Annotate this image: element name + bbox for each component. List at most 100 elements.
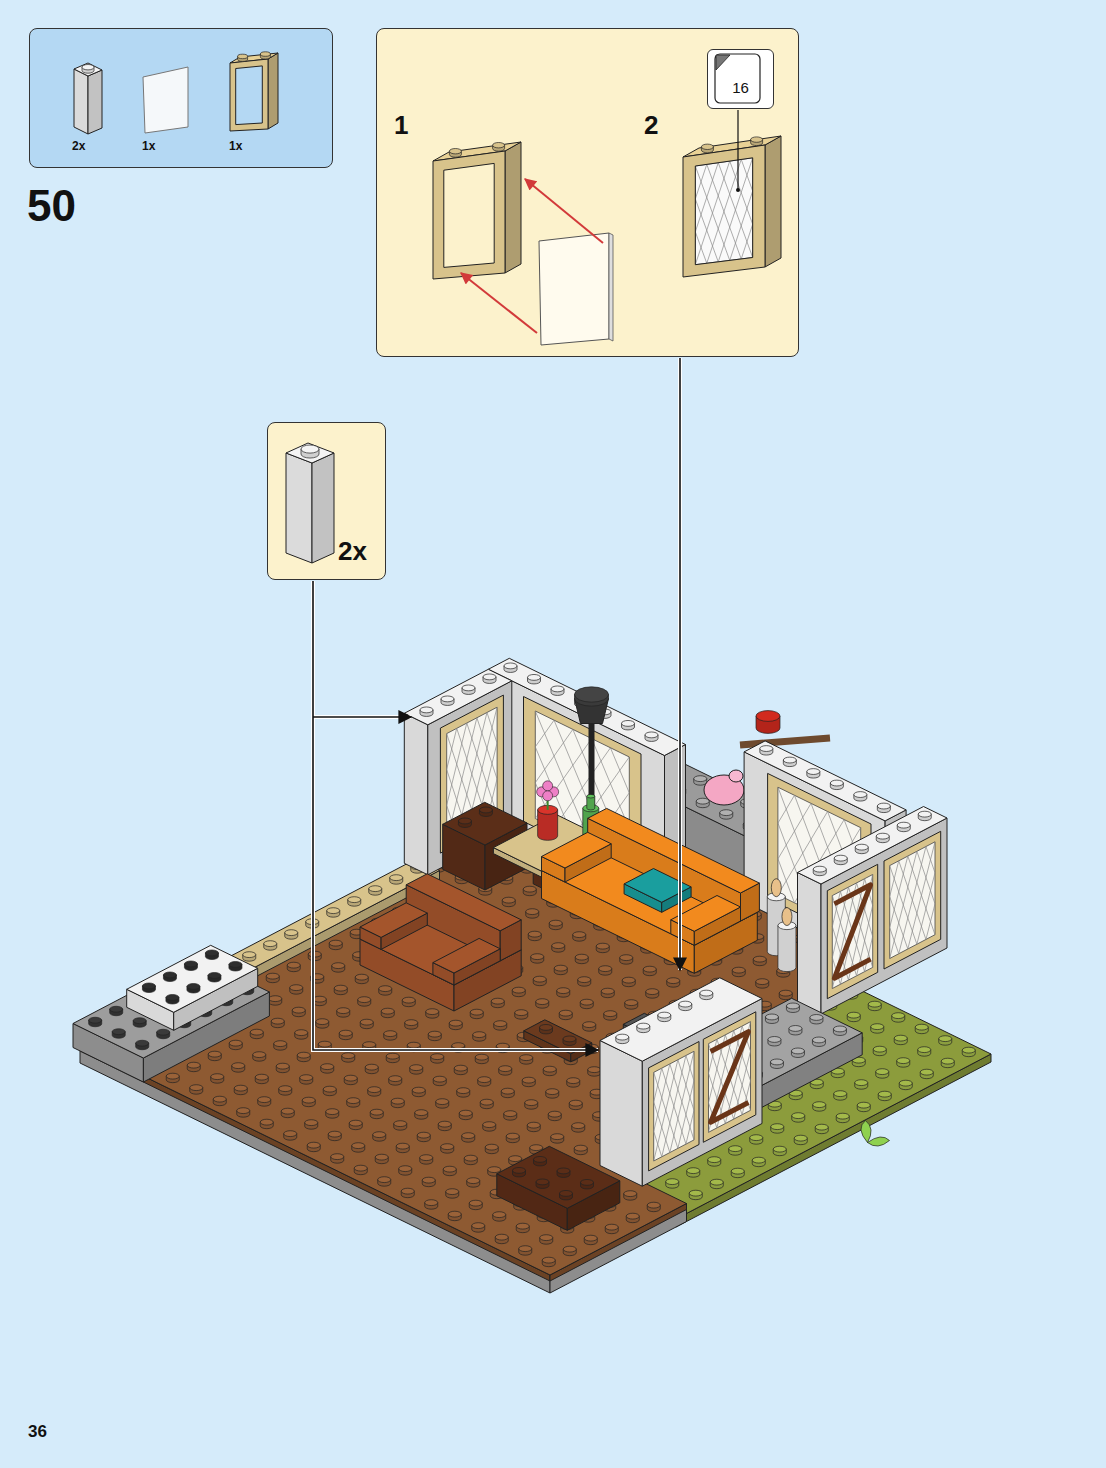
stud [307,1142,320,1148]
stud [540,1235,553,1241]
stud [470,1009,483,1015]
stud [391,1098,404,1104]
stud [599,966,612,972]
stud [112,1029,125,1035]
stud [208,973,221,979]
armchair [360,903,427,938]
stud [255,1074,268,1080]
stud [480,1099,493,1105]
glass-pane [539,233,609,345]
stud [679,1001,692,1007]
stud [645,732,658,738]
wooden-beam [740,738,830,745]
stud [368,1087,381,1093]
stud [876,1069,889,1075]
stud [438,1121,451,1127]
stud [563,1246,576,1252]
window-lattice [678,1081,694,1149]
window-lattice [662,1068,686,1144]
window-lattice [730,191,753,260]
stud [815,1124,828,1130]
stud [625,1000,638,1006]
stud [549,920,562,926]
stud [871,1024,884,1030]
stud [559,1010,572,1016]
stud [939,1036,952,1042]
window-lattice [718,158,752,262]
stud [519,1246,532,1252]
stud [281,1108,294,1114]
lamp-cap [575,687,609,702]
stud [569,1100,582,1106]
window-lattice [610,748,629,793]
stud [620,955,633,961]
stud [401,1188,414,1194]
stud [358,997,371,1003]
stud [554,965,567,971]
white-brick [88,70,102,134]
window-lattice [917,873,935,944]
stud [297,1052,310,1058]
step-number: 50 [27,182,76,230]
stud [264,941,277,947]
stud [399,1166,412,1172]
stud [523,886,536,892]
stud [211,1074,224,1080]
stud [575,954,588,960]
stud [771,1124,784,1130]
window-frame [649,1042,699,1171]
stud [342,1053,355,1059]
stud [452,1043,465,1049]
window-glass [695,158,752,265]
stud [897,822,910,828]
stud [878,1091,891,1097]
stud [527,1122,540,1128]
insert-arrow [525,179,603,243]
stud [768,1037,781,1043]
stud [700,990,713,996]
stud [578,977,591,983]
stud [573,932,586,938]
timber-strut [711,1032,749,1123]
stud [459,1110,472,1116]
stud [142,983,155,989]
timber-strut [834,885,870,978]
substep-number: 1 [394,111,408,140]
stud [428,1031,441,1037]
stud [509,1156,522,1162]
stud [323,1086,336,1092]
window-lattice [670,1051,694,1152]
stud [433,1076,446,1082]
sticker-leader [736,188,740,192]
stud [504,1111,517,1117]
frame-side [268,53,278,129]
callout-art [268,423,387,581]
stud [292,1007,305,1013]
parts-list-box: 2x1x1x [29,28,333,168]
stud [166,1073,179,1079]
stud [534,1156,547,1162]
stud [232,1063,245,1069]
stud [626,1213,639,1219]
window-lattice [908,856,935,935]
stud [536,1179,549,1185]
stud [696,798,709,804]
stud [581,1179,594,1185]
stud [791,1048,804,1054]
stud [441,696,454,702]
stud [710,1179,723,1185]
stud [580,999,593,1005]
stud [495,1234,508,1240]
stud [89,1017,102,1023]
stud [583,1022,596,1028]
stud [295,1030,308,1036]
stud [469,1200,482,1206]
stud [405,1020,418,1026]
stud [572,1123,585,1129]
stud [279,1086,292,1092]
stud [396,1143,409,1149]
stud [373,1132,386,1138]
window-glass [890,842,935,959]
stud [110,1006,123,1012]
stud [136,1040,149,1046]
